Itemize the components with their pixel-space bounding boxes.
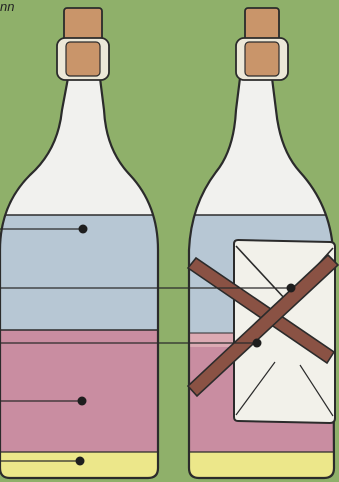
bottle-left xyxy=(0,8,165,482)
bottle-right xyxy=(185,8,339,482)
air-layer-left xyxy=(0,70,165,215)
pink-layer-left xyxy=(0,330,165,452)
